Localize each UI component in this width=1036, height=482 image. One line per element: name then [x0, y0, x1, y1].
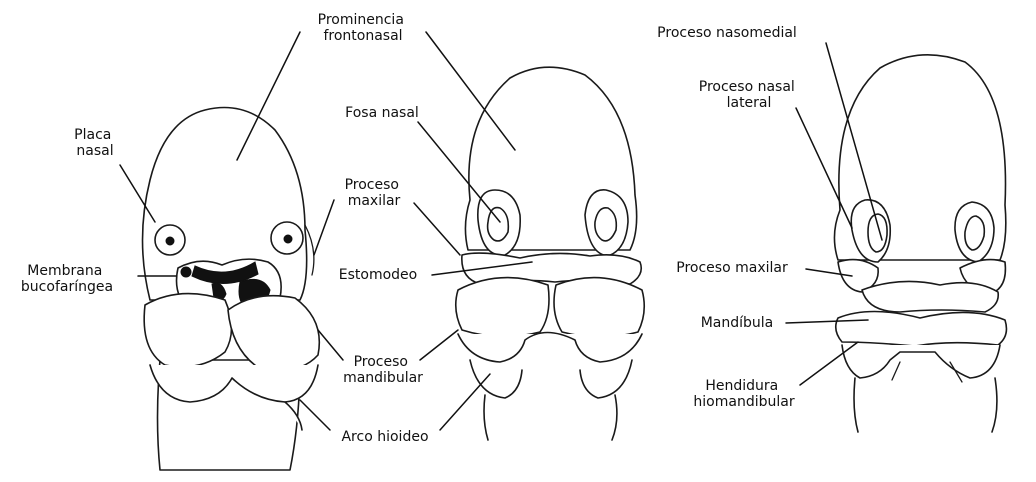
- leader-prominencia-left: [236, 31, 301, 161]
- leader-nasal-lateral: [795, 107, 853, 229]
- embryo-1-mandibular-process-left: [143, 292, 233, 368]
- labels: Prominencia frontonasal Placa nasal Memb…: [21, 12, 800, 445]
- embryo-3-neck: [853, 377, 998, 433]
- embryo-1-nasal-placode-right-center: [283, 234, 293, 244]
- embryo-3-hyomandibular-cleft: [841, 344, 1001, 379]
- embryo-2-mandibular-process-left: [454, 276, 550, 338]
- embryo-2-neck: [483, 394, 618, 441]
- embryo-1-hyoid-arch-lower: [284, 401, 303, 431]
- embryo-stage-3: [833, 54, 1008, 433]
- leader-mandibular-left: [317, 329, 344, 361]
- label-membrana: Membrana bucofaríngea: [21, 263, 113, 295]
- label-placa-nasal: Placa nasal: [74, 127, 116, 159]
- leader-mandibula: [785, 319, 869, 324]
- label-hendidura: Hendidura hiomandibular: [693, 378, 794, 410]
- leader-estomodeo: [431, 261, 533, 276]
- embryo-3-medial-nasal-process-left: [867, 213, 888, 253]
- label-proceso-nasomedial: Proceso nasomedial: [657, 25, 797, 41]
- leader-hendidura: [799, 341, 859, 386]
- leader-mandibular-right: [419, 329, 459, 361]
- label-mandibula: Mandíbula: [701, 315, 774, 331]
- embryo-2-hyoid-arch-left: [469, 359, 523, 399]
- label-proceso-mandibular: Proceso mandibular: [343, 354, 423, 386]
- embryo-3-maxillary-process-left: [837, 258, 879, 293]
- label-fosa-nasal: Fosa nasal: [345, 105, 419, 121]
- embryo-2-hyoid-arch-right: [579, 359, 633, 399]
- leader-lines: [119, 31, 883, 431]
- label-proceso-maxilar-mid: Proceso maxilar: [345, 177, 404, 209]
- embryo-2-nasal-pit-right-inner: [594, 206, 618, 242]
- embryo-3-medial-nasal-process-right: [964, 215, 986, 251]
- embryo-stage-2: [454, 66, 646, 441]
- embryo-3-upper-lip: [861, 280, 1000, 313]
- embryo-1-hyoid-arch: [149, 364, 319, 403]
- embryo-3-mandible: [834, 310, 1008, 347]
- leader-hioideo-left: [299, 399, 331, 431]
- leader-placa: [119, 164, 156, 223]
- embryo-3-cleft-marks: [891, 361, 963, 383]
- leader-maxilar-mid-left: [313, 199, 335, 256]
- label-arco-hioideo: Arco hioideo: [341, 429, 428, 445]
- leader-maxilar-mid-right: [413, 202, 461, 256]
- embryo-1-mandibular-process-right: [227, 294, 321, 372]
- embryo-1-maxillary-process: [304, 224, 315, 276]
- embryo-2-nasal-pit-left-inner: [486, 206, 510, 242]
- embryo-1-nasal-placode-left-center: [165, 236, 175, 246]
- embryo-1-membrane-dark-1: [191, 261, 259, 285]
- label-proceso-maxilar-right: Proceso maxilar: [676, 260, 788, 276]
- embryo-stage-1: [141, 106, 321, 471]
- label-proceso-nasal-lateral: Proceso nasal lateral: [699, 79, 800, 111]
- embryo-1-membrane-dark-4: [180, 266, 192, 278]
- label-estomodeo: Estomodeo: [339, 267, 417, 283]
- embryo-2-mandibular-process-right: [553, 276, 646, 338]
- leader-nasomedial: [825, 42, 883, 241]
- leader-maxilar-right: [805, 268, 853, 277]
- embryo-2-hyoid-arch: [457, 331, 643, 363]
- leader-prominencia-right: [425, 31, 516, 151]
- leader-hioideo-right: [439, 373, 491, 431]
- label-prominencia: Prominencia frontonasal: [318, 12, 409, 44]
- leader-fosa: [417, 121, 501, 223]
